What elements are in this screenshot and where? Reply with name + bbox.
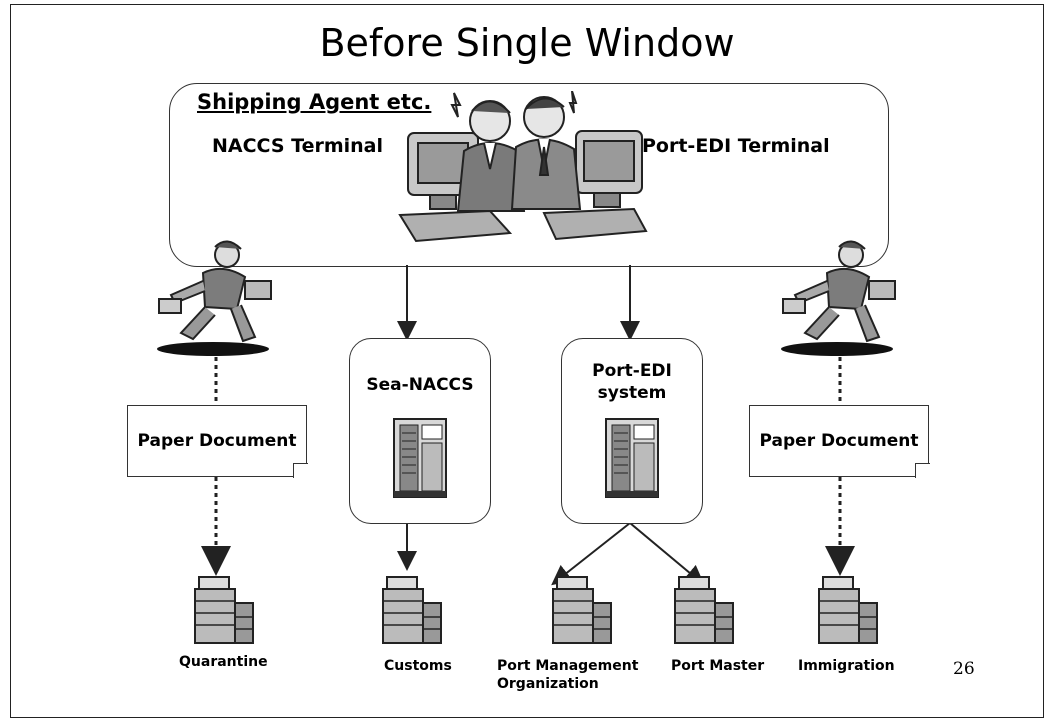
sea-naccs-label: Sea-NACCS xyxy=(366,375,474,395)
paper-document-left-label: Paper Document xyxy=(137,431,297,451)
office-building-icon-port-management xyxy=(552,576,612,644)
office-building-icon-customs xyxy=(382,576,442,644)
immigration-label: Immigration xyxy=(798,658,895,674)
sea-naccs-system-box: Sea-NACCS xyxy=(349,338,491,524)
port-edi-label-line2: system xyxy=(597,383,667,403)
slide-title: Before Single Window xyxy=(319,21,735,65)
office-building-icon-immigration xyxy=(818,576,878,644)
page-fold-icon xyxy=(292,462,308,478)
page-fold-icon xyxy=(914,462,930,478)
office-building-icon-port-master xyxy=(674,576,734,644)
shipping-agent-label: Shipping Agent etc. xyxy=(197,90,432,114)
paper-document-right-label: Paper Document xyxy=(759,431,919,451)
slide: Before Single Window Shipping Agent etc.… xyxy=(10,4,1044,718)
page-number: 26 xyxy=(953,659,975,679)
server-icon xyxy=(605,418,659,498)
server-icon xyxy=(393,418,447,498)
port-edi-label-line1: Port-EDI xyxy=(592,361,672,381)
customs-label: Customs xyxy=(384,658,452,674)
connector-overlay xyxy=(201,265,855,586)
port-management-label-line2: Organization xyxy=(497,676,599,692)
port-management-label-line1: Port Management xyxy=(497,658,639,674)
quarantine-label: Quarantine xyxy=(179,654,268,670)
running-courier-icon-right xyxy=(781,240,896,356)
port-master-label: Port Master xyxy=(671,658,765,674)
portedi-terminal-label: Port-EDI Terminal xyxy=(642,135,830,157)
running-courier-icon-left xyxy=(157,240,272,356)
paper-document-left: Paper Document xyxy=(127,405,308,478)
paper-document-right: Paper Document xyxy=(749,405,930,478)
port-edi-system-box: Port-EDI system xyxy=(561,338,703,524)
office-workers-at-computers-icon xyxy=(398,91,648,243)
office-building-icon-quarantine xyxy=(194,576,254,644)
naccs-terminal-label: NACCS Terminal xyxy=(212,135,384,157)
